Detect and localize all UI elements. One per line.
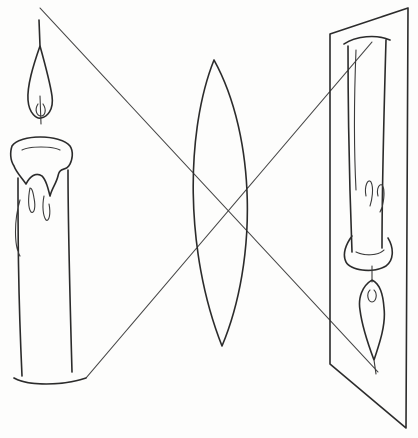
image-right-side (382, 40, 386, 248)
image-inner-line (355, 50, 357, 190)
image-flame (360, 280, 385, 360)
image-rim-inner (356, 250, 384, 255)
screen (330, 8, 408, 428)
candle-wick (39, 20, 40, 46)
screen-outline (330, 8, 408, 428)
image-drip-1 (365, 181, 372, 206)
candle-image (344, 37, 392, 374)
image-base (344, 37, 390, 44)
image-wick-tip (374, 360, 376, 374)
lens-outline (193, 60, 247, 346)
candle-base (14, 378, 86, 384)
candle-right-side (68, 170, 72, 372)
candle-drip-2 (43, 196, 50, 220)
candle-top (11, 137, 73, 196)
light-rays (40, 8, 378, 378)
candle-flame-wick (40, 96, 41, 124)
candle (11, 20, 86, 384)
candle-top-inner (22, 147, 60, 150)
image-flame-inner (368, 290, 376, 302)
ray-top-to-bottom (40, 8, 378, 372)
image-left-side (348, 46, 352, 252)
candle-drip-1 (29, 188, 35, 212)
candle-left-side (18, 178, 22, 376)
convex-lens (193, 60, 247, 346)
